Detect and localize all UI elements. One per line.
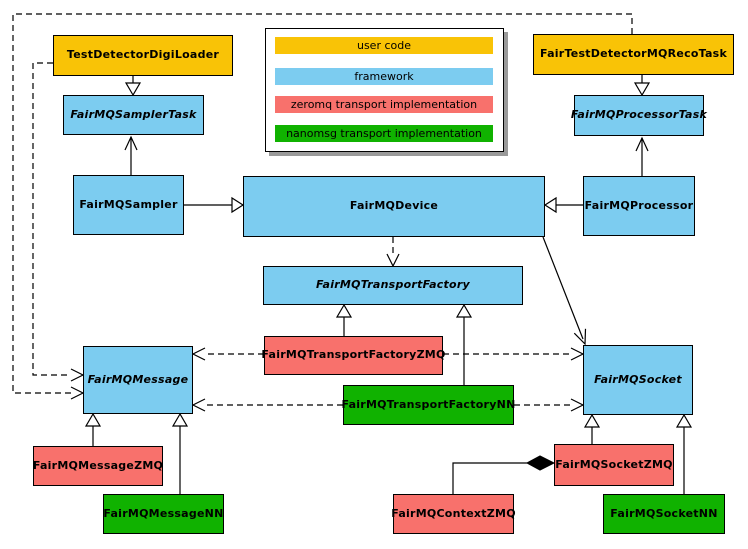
node-fairmqprocessortask: FairMQProcessorTask	[571, 95, 707, 136]
edge-fairmqtransportfactoryzmq-fairmqtransportfactory	[335, 303, 353, 336]
edge-fairmqsocketzmq-fairmqsocket	[583, 413, 601, 444]
edge-fairmqmessagenn-fairmqmessage	[171, 412, 189, 494]
node-fairmqsocketnn: FairMQSocketNN	[603, 494, 725, 534]
edge-fairmqsocketnn-fairmqsocket	[675, 413, 693, 494]
edge-testdetectordigiloader-fairmqsamplertask	[124, 76, 142, 97]
edge-fairmqtransportfactorynn-fairmqmessage	[191, 398, 343, 412]
legend: user code framework zeromq transport imp…	[265, 28, 504, 152]
edge-fairmqsampler-fairmqsamplertask	[124, 135, 138, 175]
edge-fairmqtransportfactoryzmq-fairmqmessage	[191, 347, 264, 361]
node-fairmqtransportfactoryzmq: FairMQTransportFactoryZMQ	[261, 336, 445, 375]
node-fairmqprocessor: FairMQProcessor	[583, 176, 695, 236]
legend-item-nanomsg: nanomsg transport implementation	[275, 125, 493, 142]
node-fairmqdevice: FairMQDevice	[243, 176, 545, 237]
edge-fairmqdevice-fairmqsocket	[542, 236, 587, 346]
legend-item-framework: framework	[275, 68, 493, 85]
node-fairmqsampler: FairMQSampler	[73, 175, 184, 235]
node-fairmqcontextzmq: FairMQContextZMQ	[391, 494, 516, 534]
edge-fairmqprocessor-fairmqprocessortask	[635, 136, 649, 176]
node-fairmqsamplertask: FairMQSamplerTask	[63, 95, 204, 135]
node-fairtestdetectormqrecotask: FairTestDetectorMQRecoTask	[533, 34, 734, 75]
edge-fairmqmessagezmq-fairmqmessage	[84, 412, 102, 446]
node-fairmqsocket: FairMQSocket	[583, 345, 693, 415]
node-fairmqmessage: FairMQMessage	[83, 346, 193, 414]
edge-fairmqsampler-fairmqdevice	[184, 196, 245, 214]
node-fairmqsocketzmq: FairMQSocketZMQ	[554, 444, 674, 486]
node-fairmqmessagenn: FairMQMessageNN	[103, 494, 224, 534]
edge-fairmqdevice-fairmqtransportfactory	[386, 237, 400, 268]
edge-fairtestdetectormqrecotask-fairmqprocessortask	[633, 75, 651, 97]
legend-item-user-code: user code	[275, 37, 493, 54]
edge-fairmqtransportfactorynn-fairmqsocket	[514, 398, 585, 412]
node-fairmqmessagezmq: FairMQMessageZMQ	[33, 446, 163, 486]
node-fairmqtransportfactory: FairMQTransportFactory	[263, 266, 523, 305]
node-fairmqtransportfactorynn: FairMQTransportFactoryNN	[341, 385, 515, 425]
edge-fairmqprocessor-fairmqdevice	[543, 196, 583, 214]
edge-fairmqtransportfactorynn-fairmqtransportfactory	[455, 303, 473, 385]
edge-fairmqcontextzmq-fairmqsocketzmq	[452, 455, 556, 494]
legend-item-zeromq: zeromq transport implementation	[275, 96, 493, 113]
node-testdetectordigiloader: TestDetectorDigiLoader	[53, 35, 233, 76]
